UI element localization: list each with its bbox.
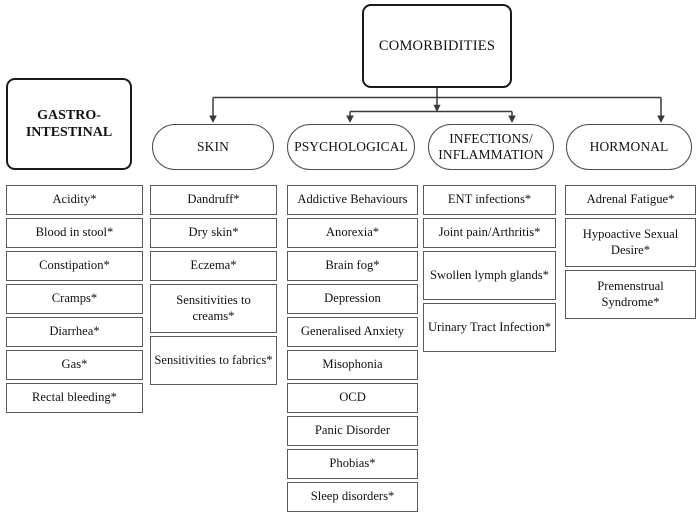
item-label: Generalised Anxiety bbox=[300, 324, 405, 339]
category-header-skin[interactable]: SKIN bbox=[152, 124, 274, 170]
item-label: Acidity* bbox=[52, 192, 97, 207]
item-label: Dandruff* bbox=[187, 192, 240, 207]
list-item[interactable]: Addictive Behaviours bbox=[287, 185, 418, 215]
arrowhead-infections bbox=[508, 115, 516, 123]
category-header-hormonal[interactable]: HORMONAL bbox=[566, 124, 692, 170]
item-label: Anorexia* bbox=[325, 225, 380, 240]
list-item[interactable]: Sensitivities to creams* bbox=[150, 284, 277, 333]
item-label: ENT infections* bbox=[447, 192, 532, 207]
list-item[interactable]: Generalised Anxiety bbox=[287, 317, 418, 347]
item-label: Adrenal Fatigue* bbox=[586, 192, 675, 207]
list-item[interactable]: Panic Disorder bbox=[287, 416, 418, 446]
list-item[interactable]: Rectal bleeding* bbox=[6, 383, 143, 413]
category-header-gastro[interactable]: GASTRO- INTESTINAL bbox=[6, 78, 132, 170]
item-label: Panic Disorder bbox=[314, 423, 391, 438]
item-label: Addictive Behaviours bbox=[297, 192, 408, 207]
item-label: Joint pain/Arthritis* bbox=[438, 225, 541, 240]
item-label: Cramps* bbox=[51, 291, 98, 306]
arrowhead-hormonal bbox=[657, 115, 665, 123]
arrowhead-root-stem bbox=[433, 104, 441, 112]
list-item[interactable]: Misophonia bbox=[287, 350, 418, 380]
list-item[interactable]: Eczema* bbox=[150, 251, 277, 281]
category-header-hormonal-label: HORMONAL bbox=[589, 138, 669, 154]
root-label: COMORBIDITIES bbox=[378, 37, 496, 54]
root-node-comorbidities[interactable]: COMORBIDITIES bbox=[362, 4, 512, 88]
item-label: Sensitivities to creams* bbox=[176, 293, 251, 323]
item-label: OCD bbox=[339, 390, 366, 405]
list-item[interactable]: Diarrhea* bbox=[6, 317, 143, 347]
list-item[interactable]: Swollen lymph glands* bbox=[423, 251, 556, 300]
list-item[interactable]: ENT infections* bbox=[423, 185, 556, 215]
list-item[interactable]: Sleep disorders* bbox=[287, 482, 418, 512]
list-item[interactable]: Phobias* bbox=[287, 449, 418, 479]
item-label: Swollen lymph glands* bbox=[430, 267, 549, 282]
item-label: Diarrhea* bbox=[49, 324, 100, 339]
list-item[interactable]: Joint pain/Arthritis* bbox=[423, 218, 556, 248]
list-item[interactable]: OCD bbox=[287, 383, 418, 413]
item-label: Sensitivities to fabrics* bbox=[154, 352, 273, 367]
list-item[interactable]: Brain fog* bbox=[287, 251, 418, 281]
category-header-skin-label: SKIN bbox=[197, 138, 229, 154]
item-label: Eczema* bbox=[190, 258, 237, 273]
list-item[interactable]: Adrenal Fatigue* bbox=[565, 185, 696, 215]
item-label: Phobias* bbox=[329, 456, 376, 471]
list-item[interactable]: Premenstrual Syndrome* bbox=[565, 270, 696, 319]
list-item[interactable]: Hypoactive Sexual Desire* bbox=[565, 218, 696, 267]
category-header-psychological[interactable]: PSYCHOLOGICAL bbox=[287, 124, 415, 170]
list-item[interactable]: Depression bbox=[287, 284, 418, 314]
list-item[interactable]: Urinary Tract Infection* bbox=[423, 303, 556, 352]
list-item[interactable]: Anorexia* bbox=[287, 218, 418, 248]
category-header-psychological-label: PSYCHOLOGICAL bbox=[294, 138, 408, 154]
item-label: Sleep disorders* bbox=[310, 489, 395, 504]
list-item[interactable]: Dry skin* bbox=[150, 218, 277, 248]
category-header-gastro-line1: GASTRO- bbox=[37, 107, 101, 123]
list-item[interactable]: Sensitivities to fabrics* bbox=[150, 336, 277, 385]
item-label: Constipation* bbox=[39, 258, 110, 273]
list-item[interactable]: Dandruff* bbox=[150, 185, 277, 215]
item-label: Brain fog* bbox=[325, 258, 380, 273]
item-label: Gas* bbox=[61, 357, 88, 372]
list-item[interactable]: Constipation* bbox=[6, 251, 143, 281]
item-label: Urinary Tract Infection* bbox=[427, 319, 552, 334]
arrowhead-skin bbox=[209, 115, 217, 123]
category-header-infections[interactable]: INFECTIONS/ INFLAMMATION bbox=[428, 124, 554, 170]
item-label: Blood in stool* bbox=[35, 225, 114, 240]
list-item[interactable]: Gas* bbox=[6, 350, 143, 380]
item-label: Premenstrual Syndrome* bbox=[597, 279, 664, 309]
category-header-infections-line2: INFLAMMATION bbox=[438, 147, 544, 162]
item-label: Rectal bleeding* bbox=[32, 390, 117, 405]
item-label: Hypoactive Sexual Desire* bbox=[582, 227, 679, 257]
item-label: Misophonia bbox=[322, 357, 383, 372]
item-label: Depression bbox=[324, 291, 381, 306]
item-label: Dry skin* bbox=[188, 225, 239, 240]
arrowhead-psychological bbox=[346, 115, 354, 123]
list-item[interactable]: Acidity* bbox=[6, 185, 143, 215]
category-header-infections-line1: INFECTIONS/ bbox=[449, 130, 533, 146]
list-item[interactable]: Cramps* bbox=[6, 284, 143, 314]
list-item[interactable]: Blood in stool* bbox=[6, 218, 143, 248]
category-header-gastro-line2: INTESTINAL bbox=[25, 125, 113, 140]
